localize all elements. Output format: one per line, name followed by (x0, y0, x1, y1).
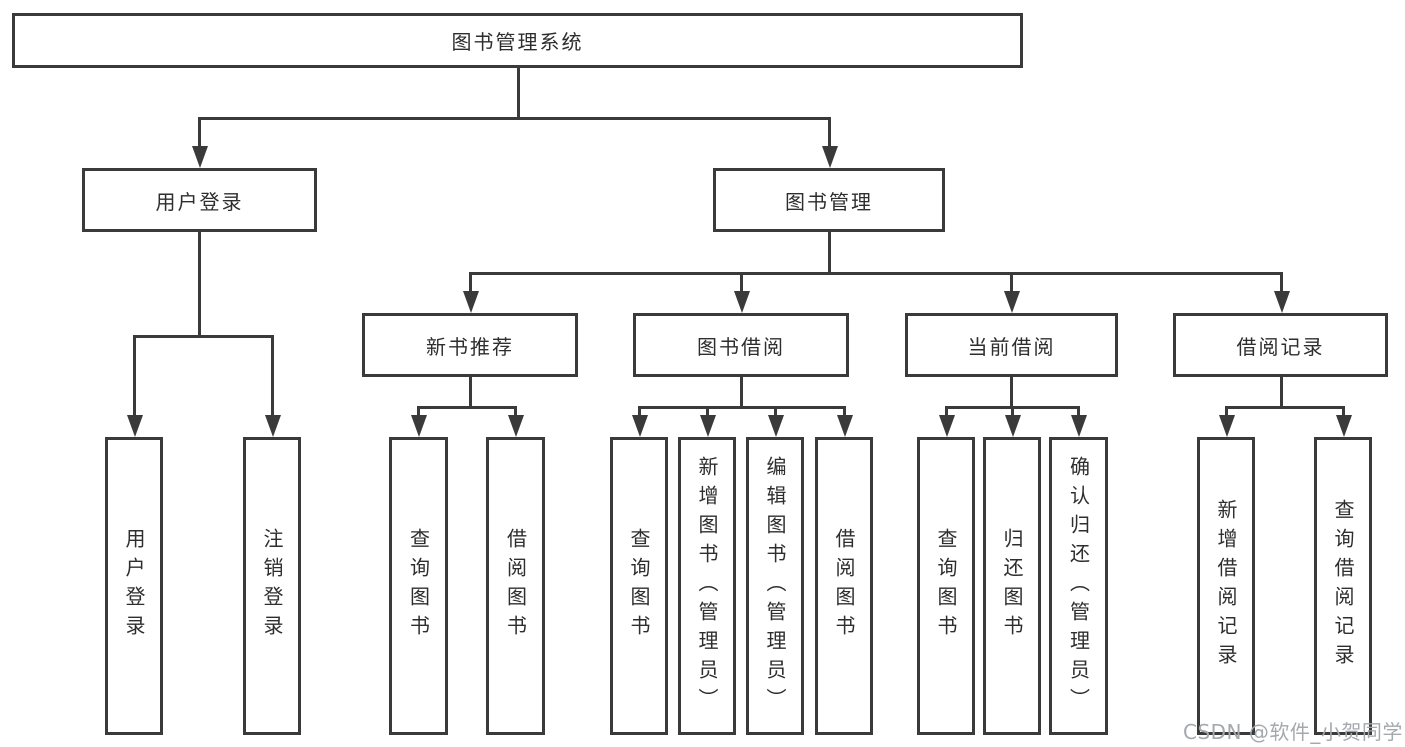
node-borrow-records: 借阅记录 (1173, 313, 1388, 377)
leaf-current-confirm-admin: 确认归还（管理员） (1049, 437, 1108, 735)
leaf-user-login: 用户登录 (105, 437, 163, 735)
connector-line (828, 232, 831, 272)
connector-line (417, 406, 420, 417)
connector-line (945, 406, 948, 417)
arrow-down-icon (1336, 415, 1352, 437)
connector-line (133, 335, 274, 338)
connector-line (1225, 406, 1345, 409)
connector-line (1280, 377, 1283, 406)
leaf-borrow-query: 查询图书 (610, 437, 668, 735)
node-book-borrow: 图书借阅 (633, 313, 849, 377)
connector-line (706, 406, 709, 417)
connector-line (417, 406, 517, 409)
leaf-logout: 注销登录 (243, 437, 301, 735)
connector-line (740, 377, 743, 406)
connector-line (1010, 377, 1013, 406)
connector-line (1011, 406, 1014, 417)
arrow-down-icon (411, 415, 427, 437)
arrow-down-icon (837, 415, 853, 437)
connector-line (198, 117, 201, 147)
leaf-borrow-add-admin: 新增图书（管理员） (678, 437, 736, 735)
connector-line (271, 335, 274, 416)
arrow-down-icon (1004, 291, 1020, 313)
connector-line (1280, 272, 1283, 292)
node-current-borrow: 当前借阅 (905, 313, 1118, 377)
connector-line (517, 68, 520, 117)
leaf-newbook-borrow: 借阅图书 (486, 437, 545, 735)
arrow-down-icon (1071, 415, 1087, 437)
connector-line (740, 272, 743, 292)
leaf-borrow-edit-admin: 编辑图书（管理员） (746, 437, 804, 735)
arrow-down-icon (1005, 415, 1021, 437)
arrow-down-icon (632, 415, 648, 437)
connector-line (469, 272, 1283, 275)
arrow-down-icon (1219, 415, 1235, 437)
connector-line (1225, 406, 1228, 417)
arrow-down-icon (265, 415, 281, 437)
leaf-records-query: 查询借阅记录 (1314, 437, 1372, 735)
leaf-current-query: 查询图书 (917, 437, 975, 735)
node-user-login: 用户登录 (82, 168, 317, 232)
connector-line (828, 117, 831, 147)
connector-line (843, 406, 846, 417)
leaf-current-return: 归还图书 (983, 437, 1041, 735)
leaf-borrow-borrow: 借阅图书 (815, 437, 873, 735)
connector-line (1077, 406, 1080, 417)
arrow-down-icon (463, 291, 479, 313)
node-root: 图书管理系统 (12, 13, 1023, 68)
arrow-down-icon (939, 415, 955, 437)
leaf-records-add: 新增借阅记录 (1197, 437, 1255, 735)
connector-line (1342, 406, 1345, 417)
connector-line (638, 406, 641, 417)
arrow-down-icon (192, 146, 208, 168)
arrow-down-icon (127, 415, 143, 437)
connector-line (514, 406, 517, 417)
arrow-down-icon (822, 146, 838, 168)
connector-line (469, 377, 472, 406)
connector-line (774, 406, 777, 417)
connector-line (1010, 272, 1013, 292)
leaf-newbook-query: 查询图书 (389, 437, 448, 735)
csdn-watermark: CSDN @软件_小贺同学 (1183, 720, 1403, 744)
arrow-down-icon (700, 415, 716, 437)
connector-line (469, 272, 472, 292)
connector-line (198, 117, 831, 120)
connector-line (638, 406, 846, 409)
connector-line (198, 232, 201, 335)
arrow-down-icon (1274, 291, 1290, 313)
arrow-down-icon (768, 415, 784, 437)
node-new-book-recommend: 新书推荐 (362, 313, 578, 377)
connector-line (133, 335, 136, 416)
arrow-down-icon (734, 291, 750, 313)
node-book-management: 图书管理 (713, 168, 945, 232)
arrow-down-icon (508, 415, 524, 437)
